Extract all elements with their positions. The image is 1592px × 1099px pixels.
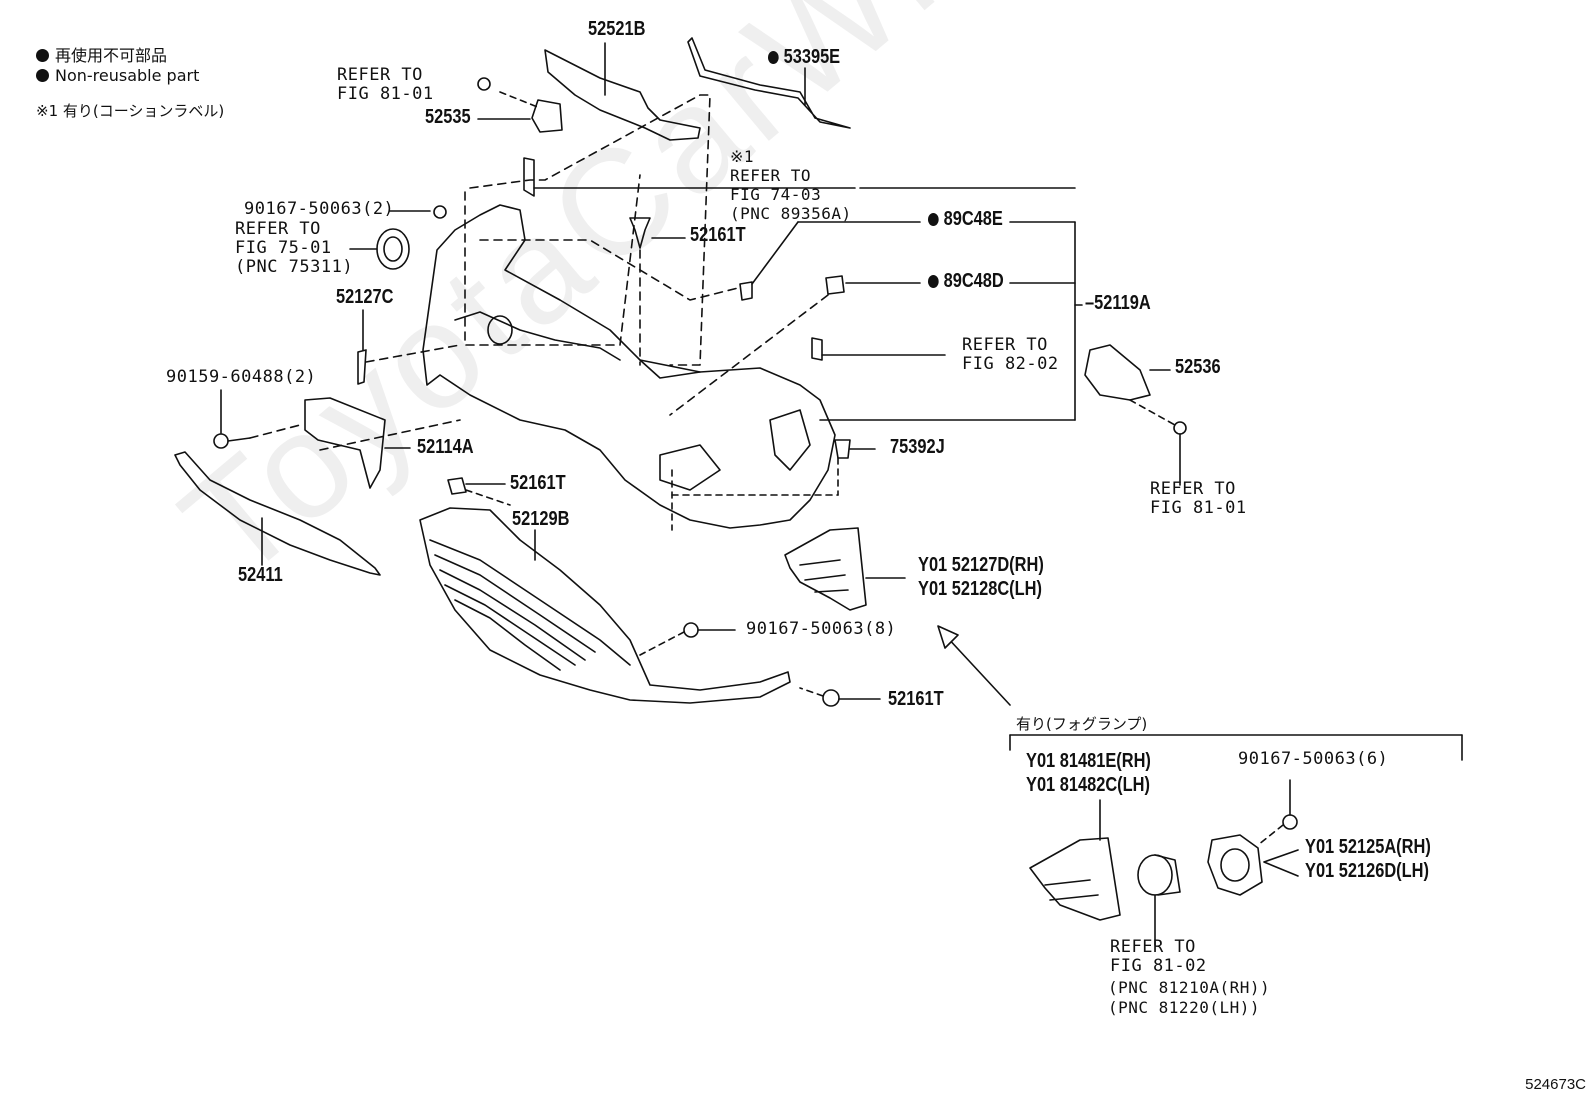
part-52521B-drawing <box>544 49 701 141</box>
label-53395E[interactable]: 53395E <box>768 46 841 68</box>
part-52125A-drawing <box>1207 834 1263 896</box>
refer-fig-75-01[interactable]: REFER TO FIG 75-01 (PNC 75311) <box>235 219 354 277</box>
legend-note1: ※1 有り(コーションラベル) <box>36 102 225 120</box>
part-52411-drawing <box>174 451 381 576</box>
label-89C48D-text: 89C48D <box>943 270 1004 292</box>
figure-id: 524673C <box>1525 1076 1586 1093</box>
non-reusable-dot-icon <box>928 213 939 226</box>
refer-fig-81-01-top[interactable]: REFER TO FIG 81-01 <box>337 65 434 104</box>
bumper-cover-drawing <box>422 204 836 529</box>
part-52535-drawing <box>531 99 563 133</box>
label-89C48D[interactable]: 89C48D <box>928 270 1004 292</box>
part-52114A-drawing <box>304 397 386 489</box>
label-52119A-text: 52119A <box>1094 292 1151 314</box>
label-52126D-LH[interactable]: Y01 52126D(LH) <box>1305 860 1429 882</box>
label-90159-60488[interactable]: 90159-60488(2) <box>166 367 317 387</box>
label-52119A[interactable]: –52119A <box>1085 292 1151 314</box>
label-52521B[interactable]: 52521B <box>588 18 646 40</box>
label-52127C[interactable]: 52127C <box>336 286 394 308</box>
part-52536-drawing <box>1084 344 1151 401</box>
pnc-81220: (PNC 81220(LH)) <box>1108 998 1260 1017</box>
foglamp-note: 有り(フォグランプ) <box>1016 715 1148 733</box>
label-52161T-mid[interactable]: 52161T <box>510 472 566 494</box>
legend-jp-text: 再使用不可部品 <box>55 46 168 65</box>
label-52411[interactable]: 52411 <box>238 564 283 586</box>
legend-en: Non-reusable part <box>36 66 199 85</box>
arrow-line <box>944 634 1011 706</box>
label-81482C-LH[interactable]: Y01 81482C(LH) <box>1026 774 1150 796</box>
refer-fig-82-02[interactable]: REFER TO FIG 82-02 <box>962 335 1059 374</box>
part-81481E-drawing <box>1029 837 1121 921</box>
label-52129B[interactable]: 52129B <box>512 508 570 530</box>
legend-en-text: Non-reusable part <box>55 66 200 85</box>
label-90167-50063-6[interactable]: 90167-50063(6) <box>1238 749 1389 769</box>
label-52128C-LH[interactable]: Y01 52128C(LH) <box>918 578 1042 600</box>
label-52127D-RH[interactable]: Y01 52127D(RH) <box>918 554 1044 576</box>
emblem-drawing <box>376 228 410 270</box>
part-52127D-drawing <box>784 527 867 611</box>
fog-lamp-drawing <box>1137 854 1173 896</box>
part-53395E-drawing <box>687 37 851 129</box>
refer-fig-81-02[interactable]: REFER TO FIG 81-02 <box>1110 937 1207 976</box>
label-89C48E-text: 89C48E <box>943 208 1003 230</box>
non-reusable-dot-icon <box>36 49 49 62</box>
label-52161T-bottom[interactable]: 52161T <box>888 688 944 710</box>
non-reusable-dot-icon <box>36 69 49 82</box>
label-90167-50063-8[interactable]: 90167-50063(8) <box>746 619 897 639</box>
non-reusable-dot-icon <box>928 275 939 288</box>
label-52161T-top[interactable]: 52161T <box>690 224 746 246</box>
refer-fig-74-03[interactable]: ※1 REFER TO FIG 74-03 (PNC 89356A) <box>730 147 852 223</box>
label-52535[interactable]: 52535 <box>425 106 471 128</box>
label-53395E-text: 53395E <box>783 46 841 68</box>
non-reusable-dot-icon <box>768 51 779 64</box>
label-75392J[interactable]: 75392J <box>890 436 945 458</box>
refer-fig-81-01-right[interactable]: REFER TO FIG 81-01 <box>1150 479 1247 518</box>
label-81481E-RH[interactable]: Y01 81481E(RH) <box>1026 750 1151 772</box>
label-90167-50063-2[interactable]: 90167-50063(2) <box>244 199 395 219</box>
label-52536[interactable]: 52536 <box>1175 356 1221 378</box>
pnc-81210A: (PNC 81210A(RH)) <box>1108 978 1271 997</box>
label-89C48E[interactable]: 89C48E <box>928 208 1003 230</box>
label-52125A-RH[interactable]: Y01 52125A(RH) <box>1305 836 1431 858</box>
legend-jp: 再使用不可部品 <box>36 42 167 66</box>
label-52114A[interactable]: 52114A <box>417 436 474 458</box>
part-52129B-drawing <box>419 507 791 704</box>
